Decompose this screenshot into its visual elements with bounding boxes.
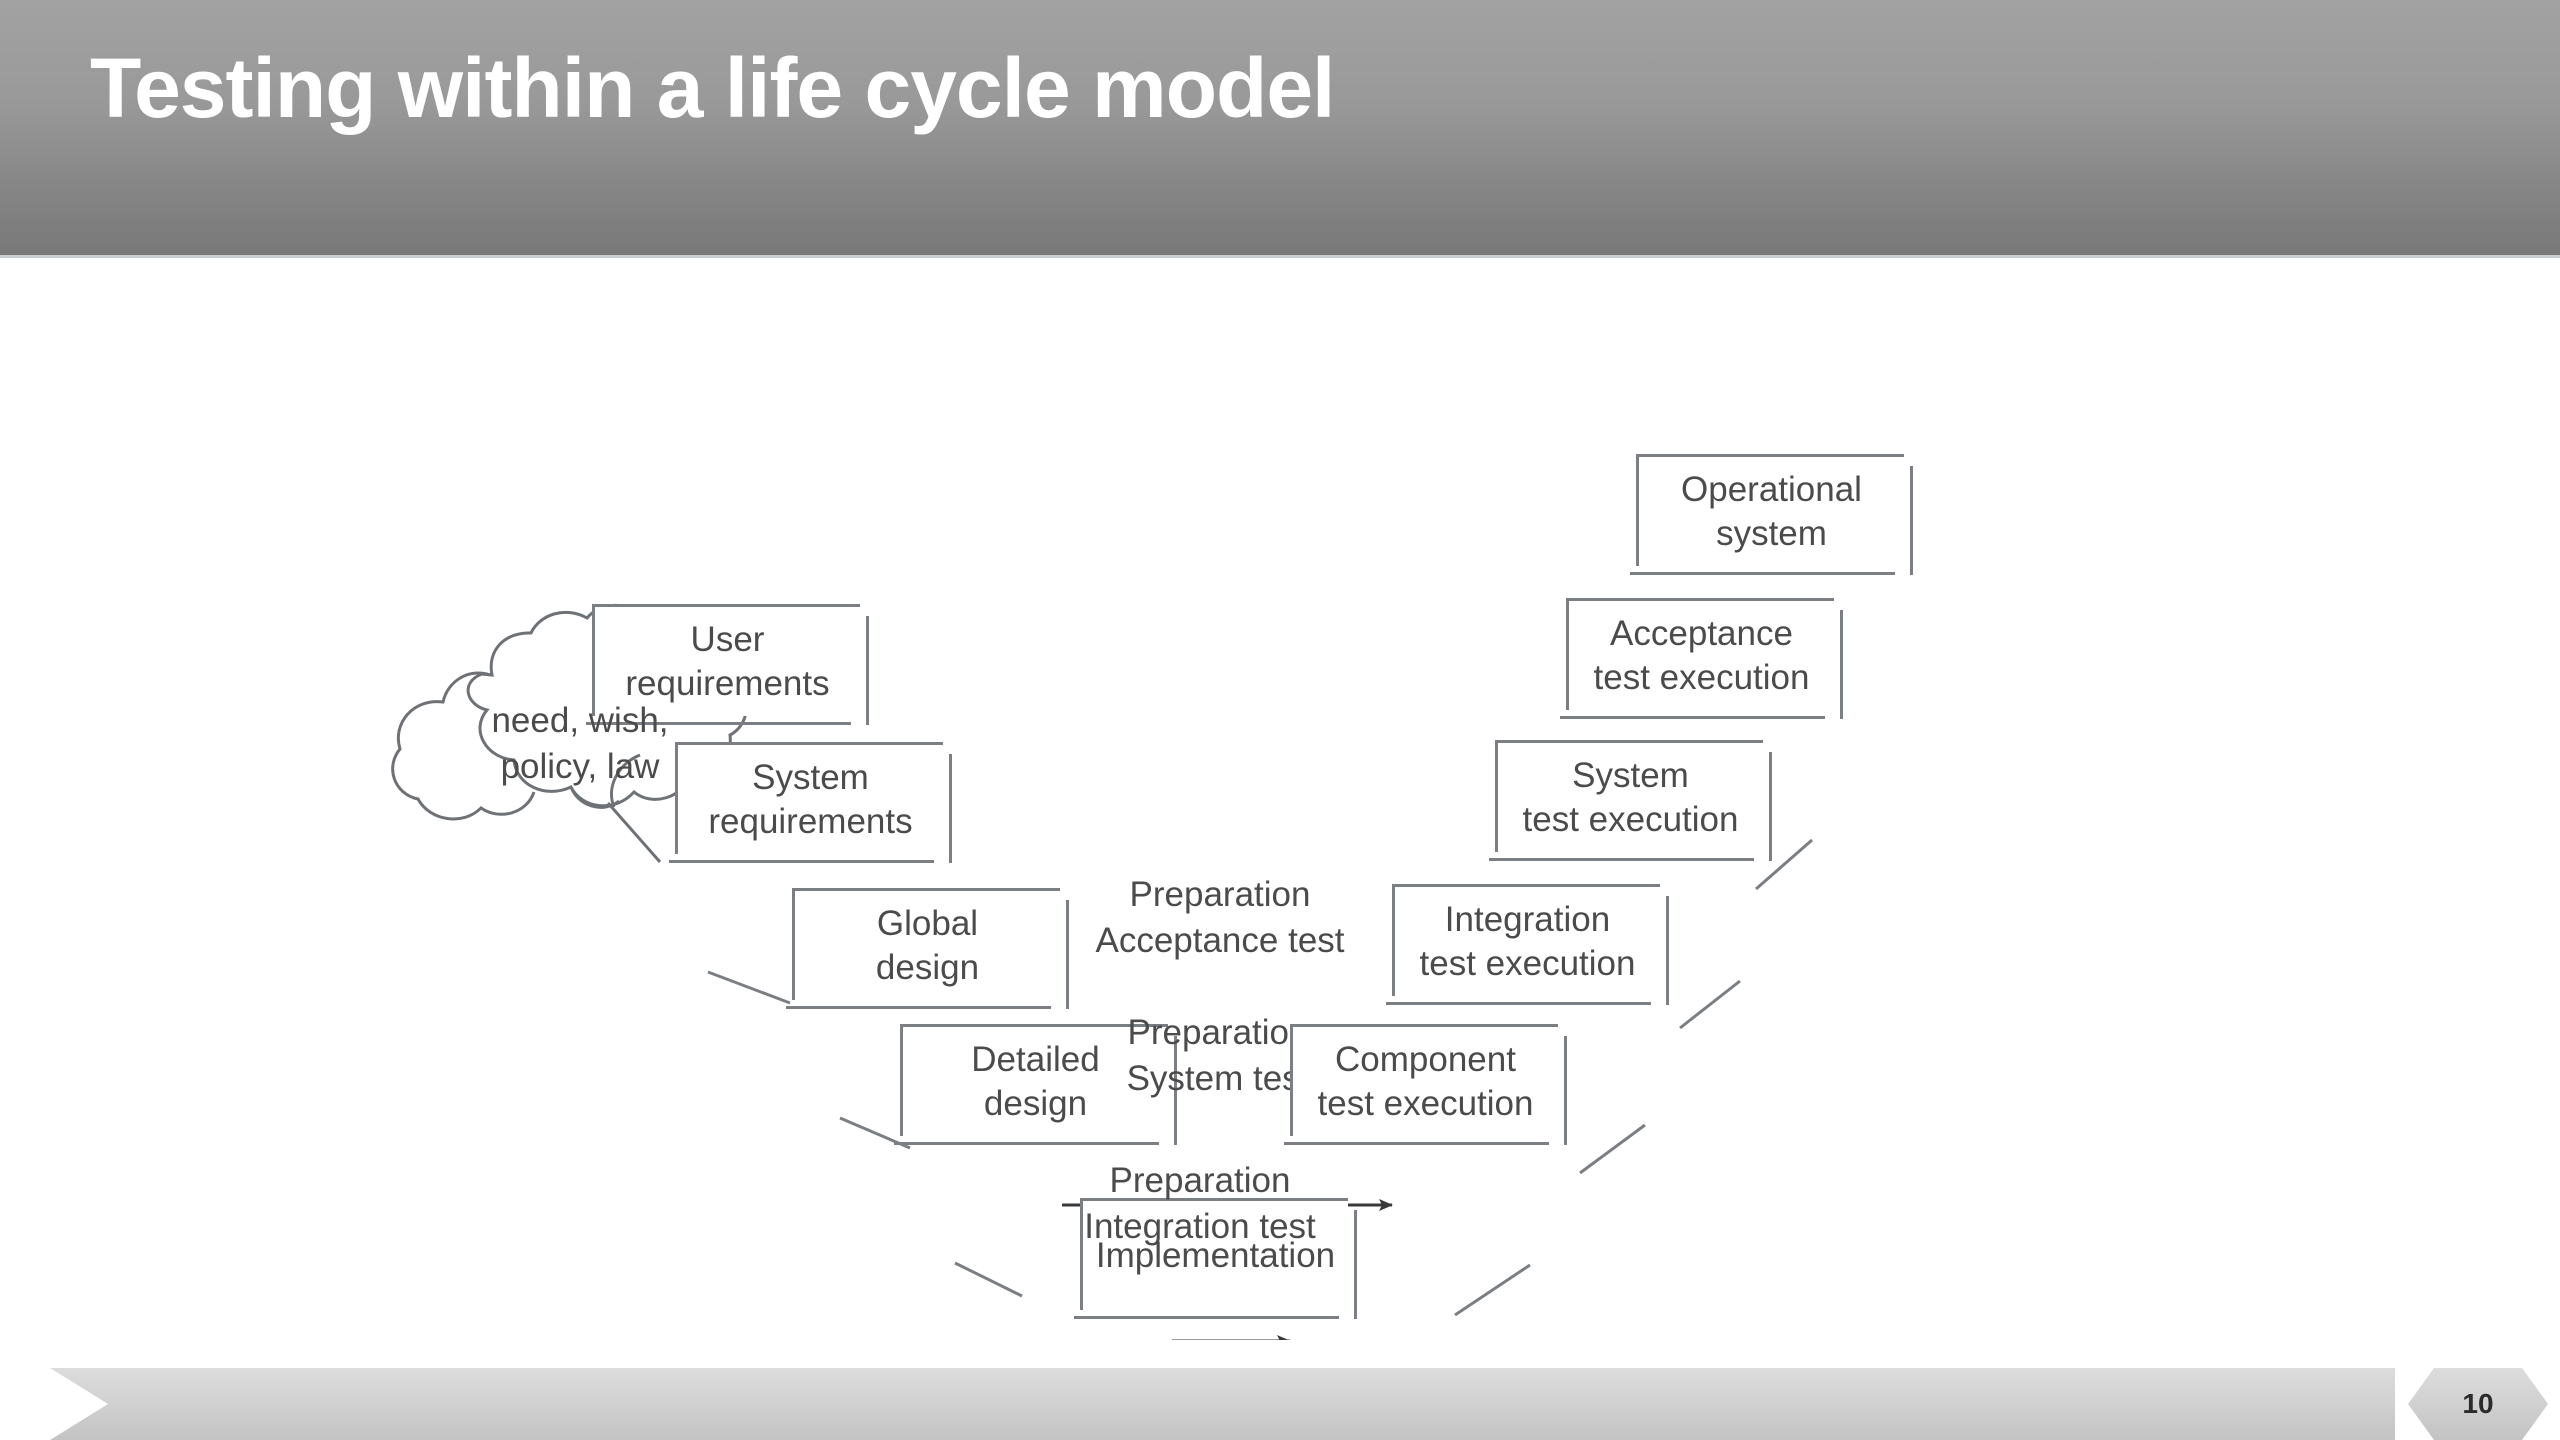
- label-preparation-acceptance-test: Preparation Acceptance test: [1095, 875, 1345, 960]
- node-detailed-design[interactable]: Detailed design: [894, 1024, 1177, 1145]
- connector-operational-system-to-acceptance-test: [1755, 838, 1813, 891]
- connector-user-to-system-requirements: [707, 970, 791, 1005]
- cloud-shape: [391, 603, 749, 821]
- node-integration-test-execution[interactable]: Integration test execution: [1386, 884, 1669, 1005]
- node-implementation-label: Implementation: [1095, 1235, 1336, 1275]
- connector-acceptance-to-system-test: [1679, 979, 1741, 1030]
- node-operational-system[interactable]: Operational system: [1630, 454, 1913, 575]
- node-integration-test-execution-label: Integration test execution: [1419, 899, 1636, 983]
- node-global-design-label: Global design: [875, 903, 980, 987]
- slide-footer: 10: [0, 1368, 2560, 1440]
- connector-global-design-to-detailed-design: [954, 1261, 1023, 1298]
- node-system-requirements-label: System requirements: [708, 757, 913, 841]
- cloud-label: need, wish, policy, law: [491, 701, 669, 786]
- node-system-requirements[interactable]: System requirements: [669, 742, 952, 863]
- label-preparation-system-test: Preparation System test: [1126, 1013, 1310, 1098]
- node-operational-system-label: Operational system: [1681, 469, 1862, 553]
- node-implementation[interactable]: Implementation: [1074, 1198, 1357, 1319]
- node-system-test-execution-label: System test execution: [1522, 755, 1739, 839]
- node-acceptance-test-execution[interactable]: Acceptance test execution: [1560, 598, 1843, 719]
- node-user-requirements[interactable]: User requirements: [586, 604, 869, 725]
- node-global-design[interactable]: Global design: [786, 888, 1069, 1009]
- node-system-test-execution[interactable]: System test execution: [1489, 740, 1772, 861]
- connector-cloud-to-user-requirements: [606, 802, 662, 863]
- node-component-test-execution[interactable]: Component test execution: [1284, 1024, 1567, 1145]
- node-user-requirements-label: User requirements: [625, 619, 830, 703]
- label-preparation-integration-test: Preparation Integration test: [1084, 1161, 1316, 1246]
- footer-ribbon: [50, 1368, 2395, 1440]
- node-component-test-execution-label: Component test execution: [1317, 1039, 1534, 1123]
- connector-integration-to-component-test: [1454, 1263, 1531, 1317]
- v-model-diagram: need, wish, policy, law User requirement…: [0, 258, 2560, 1340]
- slide-title-bar: Testing within a life cycle model: [0, 0, 2560, 258]
- page-title: Testing within a life cycle model: [90, 41, 1335, 135]
- page-number: 10: [2462, 1388, 2494, 1419]
- page-number-badge: 10: [2408, 1368, 2548, 1440]
- connector-system-test-to-integration-test: [1579, 1123, 1646, 1175]
- node-acceptance-test-execution-label: Acceptance test execution: [1593, 613, 1810, 697]
